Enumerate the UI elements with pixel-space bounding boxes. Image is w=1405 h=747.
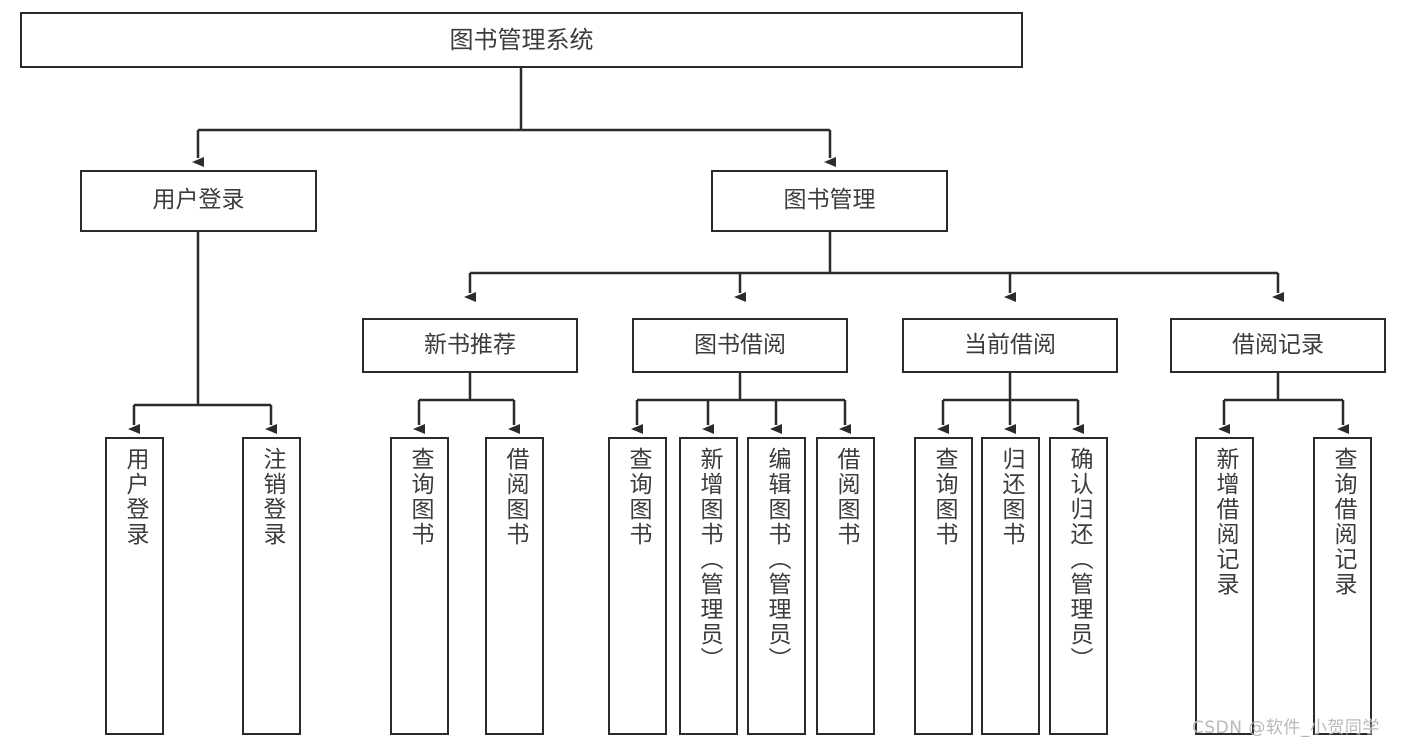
node-label: 图书管理系统 <box>449 25 594 54</box>
node-label: 借阅图书 <box>833 447 859 547</box>
leaf-current-return-book[interactable]: 归还图书 <box>981 437 1040 735</box>
node-user-login[interactable]: 用户登录 <box>80 170 317 232</box>
leaf-borrow-query-book[interactable]: 查询图书 <box>608 437 667 735</box>
node-label: 注销登录 <box>259 447 285 547</box>
node-label: 新增借阅记录 <box>1212 447 1238 597</box>
node-current-borrow[interactable]: 当前借阅 <box>902 318 1118 373</box>
leaf-user-login-signout[interactable]: 注销登录 <box>242 437 301 735</box>
node-label: 用户登录 <box>152 187 245 214</box>
leaf-borrow-borrow-book[interactable]: 借阅图书 <box>816 437 875 735</box>
node-label: 归还图书 <box>998 447 1024 547</box>
node-label: 查询借阅记录 <box>1330 447 1356 597</box>
node-book-management[interactable]: 图书管理 <box>711 170 948 232</box>
node-label: 新书推荐 <box>424 331 516 358</box>
leaf-records-add-record[interactable]: 新增借阅记录 <box>1195 437 1254 735</box>
node-label: 查询图书 <box>931 447 957 547</box>
leaf-records-query-record[interactable]: 查询借阅记录 <box>1313 437 1372 735</box>
leaf-borrow-edit-book-admin[interactable]: 编辑图书（管理员） <box>747 437 806 735</box>
node-root-system[interactable]: 图书管理系统 <box>20 12 1023 68</box>
node-label: 编辑图书（管理员） <box>764 447 790 672</box>
node-label: 确认归还（管理员） <box>1066 447 1092 672</box>
node-label: 查询图书 <box>625 447 651 547</box>
leaf-borrow-add-book-admin[interactable]: 新增图书（管理员） <box>679 437 738 735</box>
node-label: 借阅记录 <box>1232 331 1324 358</box>
node-label: 借阅图书 <box>502 447 528 547</box>
leaf-recommend-query-book[interactable]: 查询图书 <box>390 437 449 735</box>
node-label: 图书管理 <box>783 187 876 214</box>
csdn-watermark: CSDN @软件_小贺同学 <box>1192 718 1380 738</box>
node-borrow-records[interactable]: 借阅记录 <box>1170 318 1386 373</box>
leaf-user-login-signin[interactable]: 用户登录 <box>105 437 164 735</box>
leaf-current-confirm-return-admin[interactable]: 确认归还（管理员） <box>1049 437 1108 735</box>
node-label: 图书借阅 <box>694 331 786 358</box>
node-label: 用户登录 <box>122 447 148 547</box>
node-new-book-recommend[interactable]: 新书推荐 <box>362 318 578 373</box>
node-label: 查询图书 <box>407 447 433 547</box>
node-book-borrow[interactable]: 图书借阅 <box>632 318 848 373</box>
leaf-current-query-book[interactable]: 查询图书 <box>914 437 973 735</box>
leaf-recommend-borrow-book[interactable]: 借阅图书 <box>485 437 544 735</box>
node-label: 当前借阅 <box>964 331 1056 358</box>
node-label: 新增图书（管理员） <box>696 447 722 672</box>
